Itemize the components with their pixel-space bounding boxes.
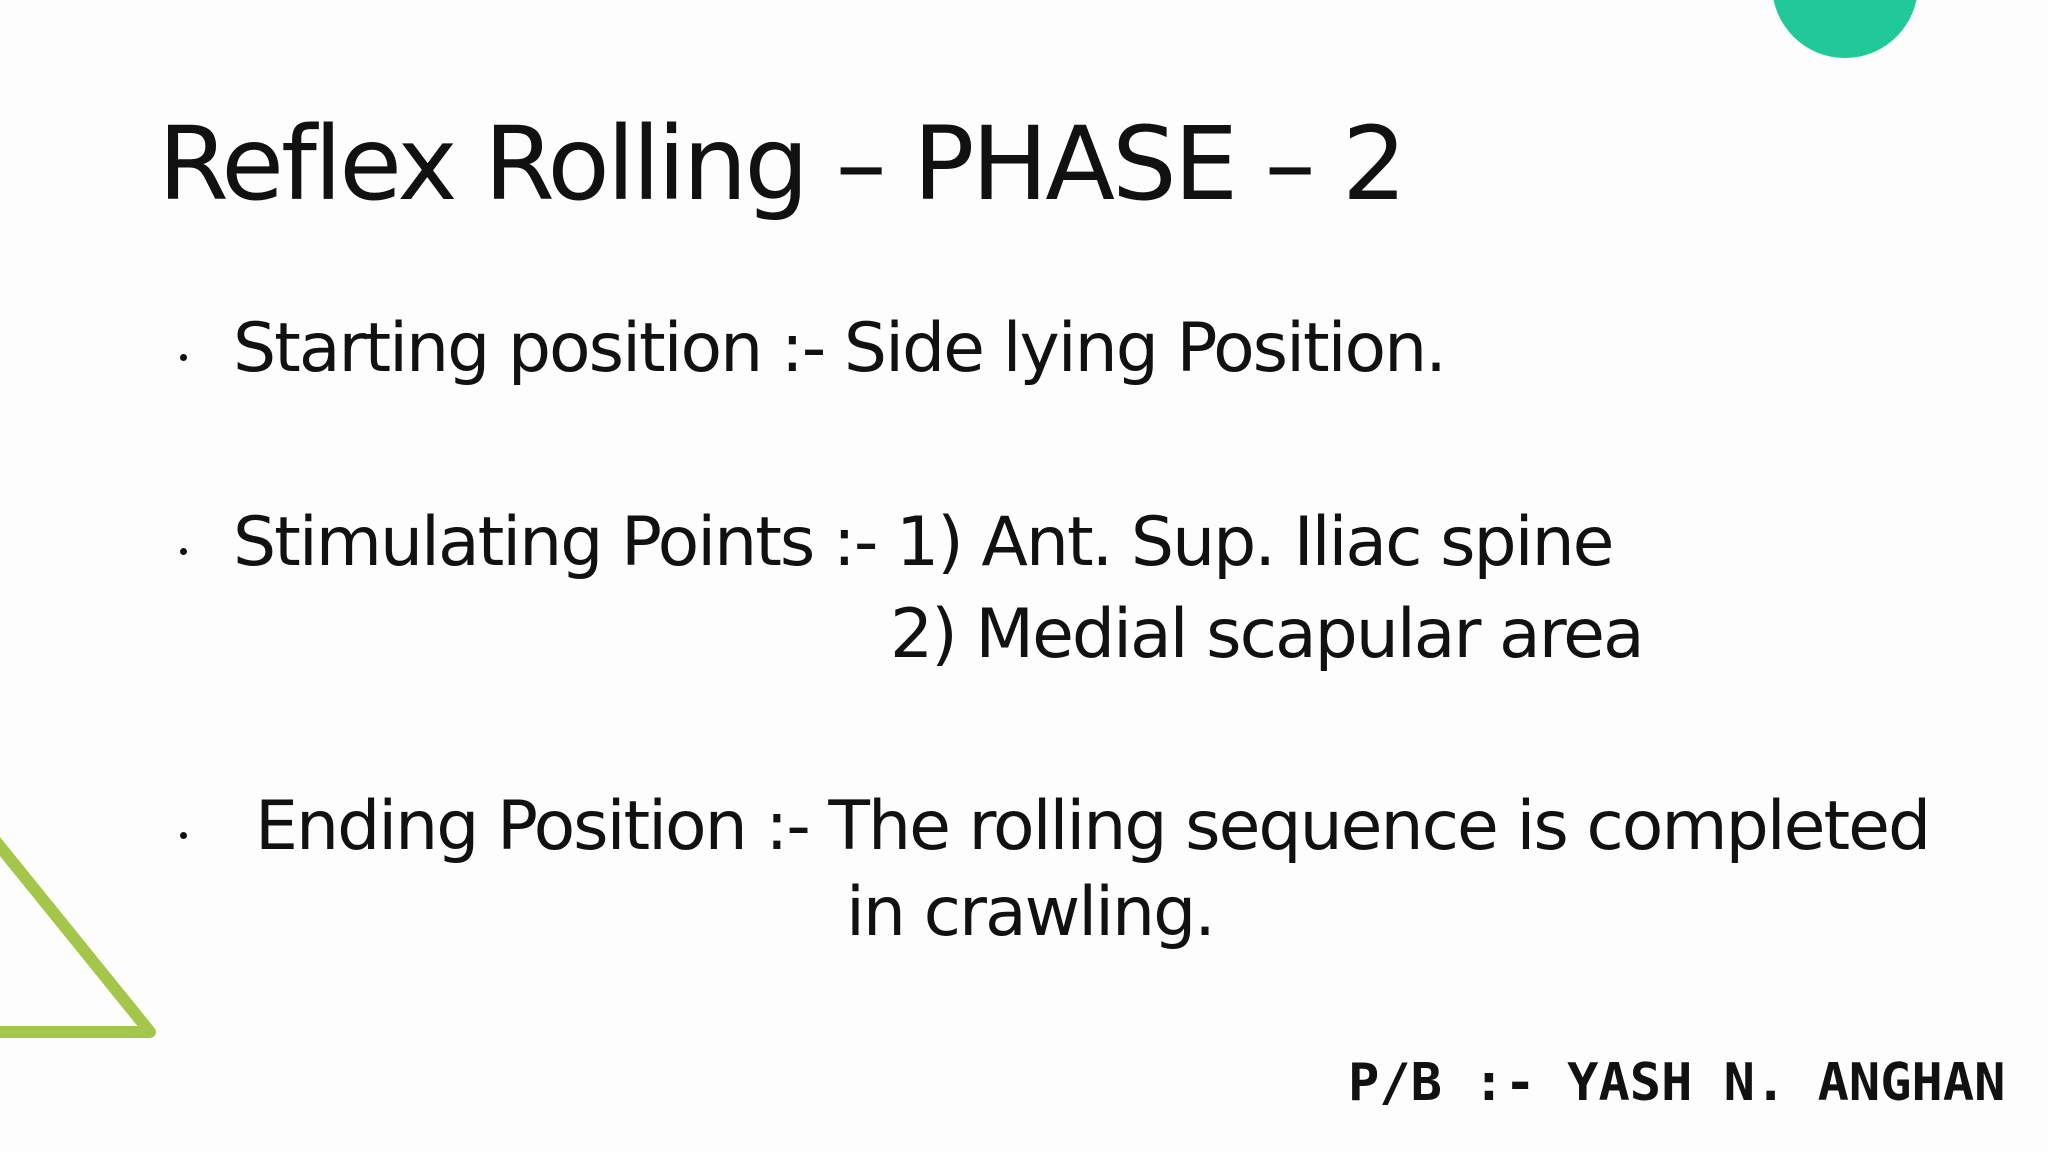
starting-position-text: Starting position :- Side lying Position… bbox=[233, 309, 1447, 388]
ending-position-continuation: in crawling. bbox=[846, 873, 1216, 952]
stimulating-points-text: Stimulating Points :- 1) Ant. Sup. Iliac… bbox=[233, 503, 1614, 582]
decorative-circle bbox=[1772, 0, 1918, 58]
decorative-triangle bbox=[0, 837, 156, 1038]
bullet-dot bbox=[180, 832, 187, 839]
presenter-credit: P/B :- YASH N. ANGHAN bbox=[1348, 1053, 2006, 1113]
ending-position-text: Ending Position :- The rolling sequence … bbox=[255, 787, 1931, 866]
bullet-dot bbox=[180, 354, 187, 361]
bullet-dot bbox=[180, 548, 187, 555]
stimulating-points-continuation: 2) Medial scapular area bbox=[890, 595, 1645, 674]
slide-title: Reflex Rolling – PHASE – 2 bbox=[158, 105, 1407, 224]
